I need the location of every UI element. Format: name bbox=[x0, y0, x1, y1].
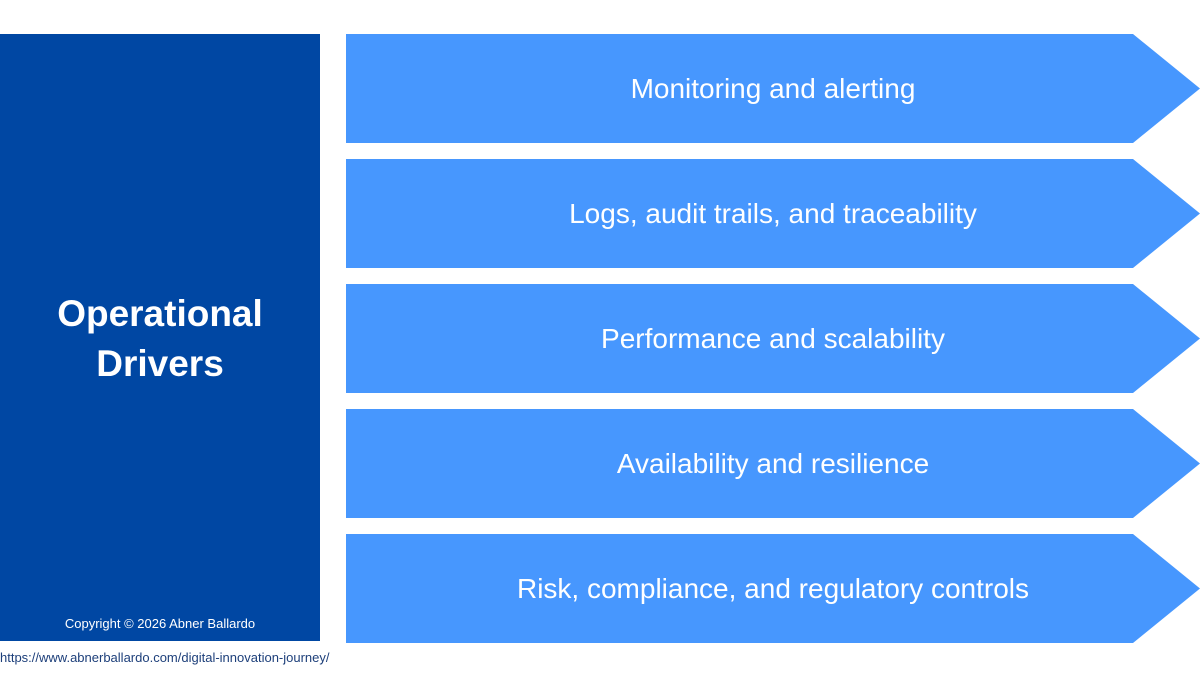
footer-url: https://www.abnerballardo.com/digital-in… bbox=[0, 650, 330, 665]
driver-label: Logs, audit trails, and traceability bbox=[569, 197, 977, 229]
driver-arrow-risk: Risk, compliance, and regulatory control… bbox=[346, 534, 1200, 643]
driver-arrow-list: Monitoring and alerting Logs, audit trai… bbox=[346, 34, 1200, 659]
driver-label: Availability and resilience bbox=[616, 447, 930, 479]
driver-arrow-logs: Logs, audit trails, and traceability bbox=[346, 159, 1200, 268]
panel-title: Operational Drivers bbox=[0, 289, 320, 389]
driver-label: Performance and scalability bbox=[601, 322, 945, 354]
driver-label: Risk, compliance, and regulatory control… bbox=[516, 572, 1029, 604]
driver-arrow-monitoring: Monitoring and alerting bbox=[346, 34, 1200, 143]
driver-arrow-availability: Availability and resilience bbox=[346, 409, 1200, 518]
driver-arrow-performance: Performance and scalability bbox=[346, 284, 1200, 393]
panel-title-line-2: Drivers bbox=[96, 343, 224, 384]
panel-title-line-1: Operational bbox=[57, 293, 263, 334]
copyright-notice: Copyright © 2026 Abner Ballardo bbox=[64, 616, 256, 631]
driver-label: Monitoring and alerting bbox=[630, 72, 916, 104]
operational-drivers-panel: Operational Drivers Copyright © 2026 Abn… bbox=[0, 34, 320, 641]
